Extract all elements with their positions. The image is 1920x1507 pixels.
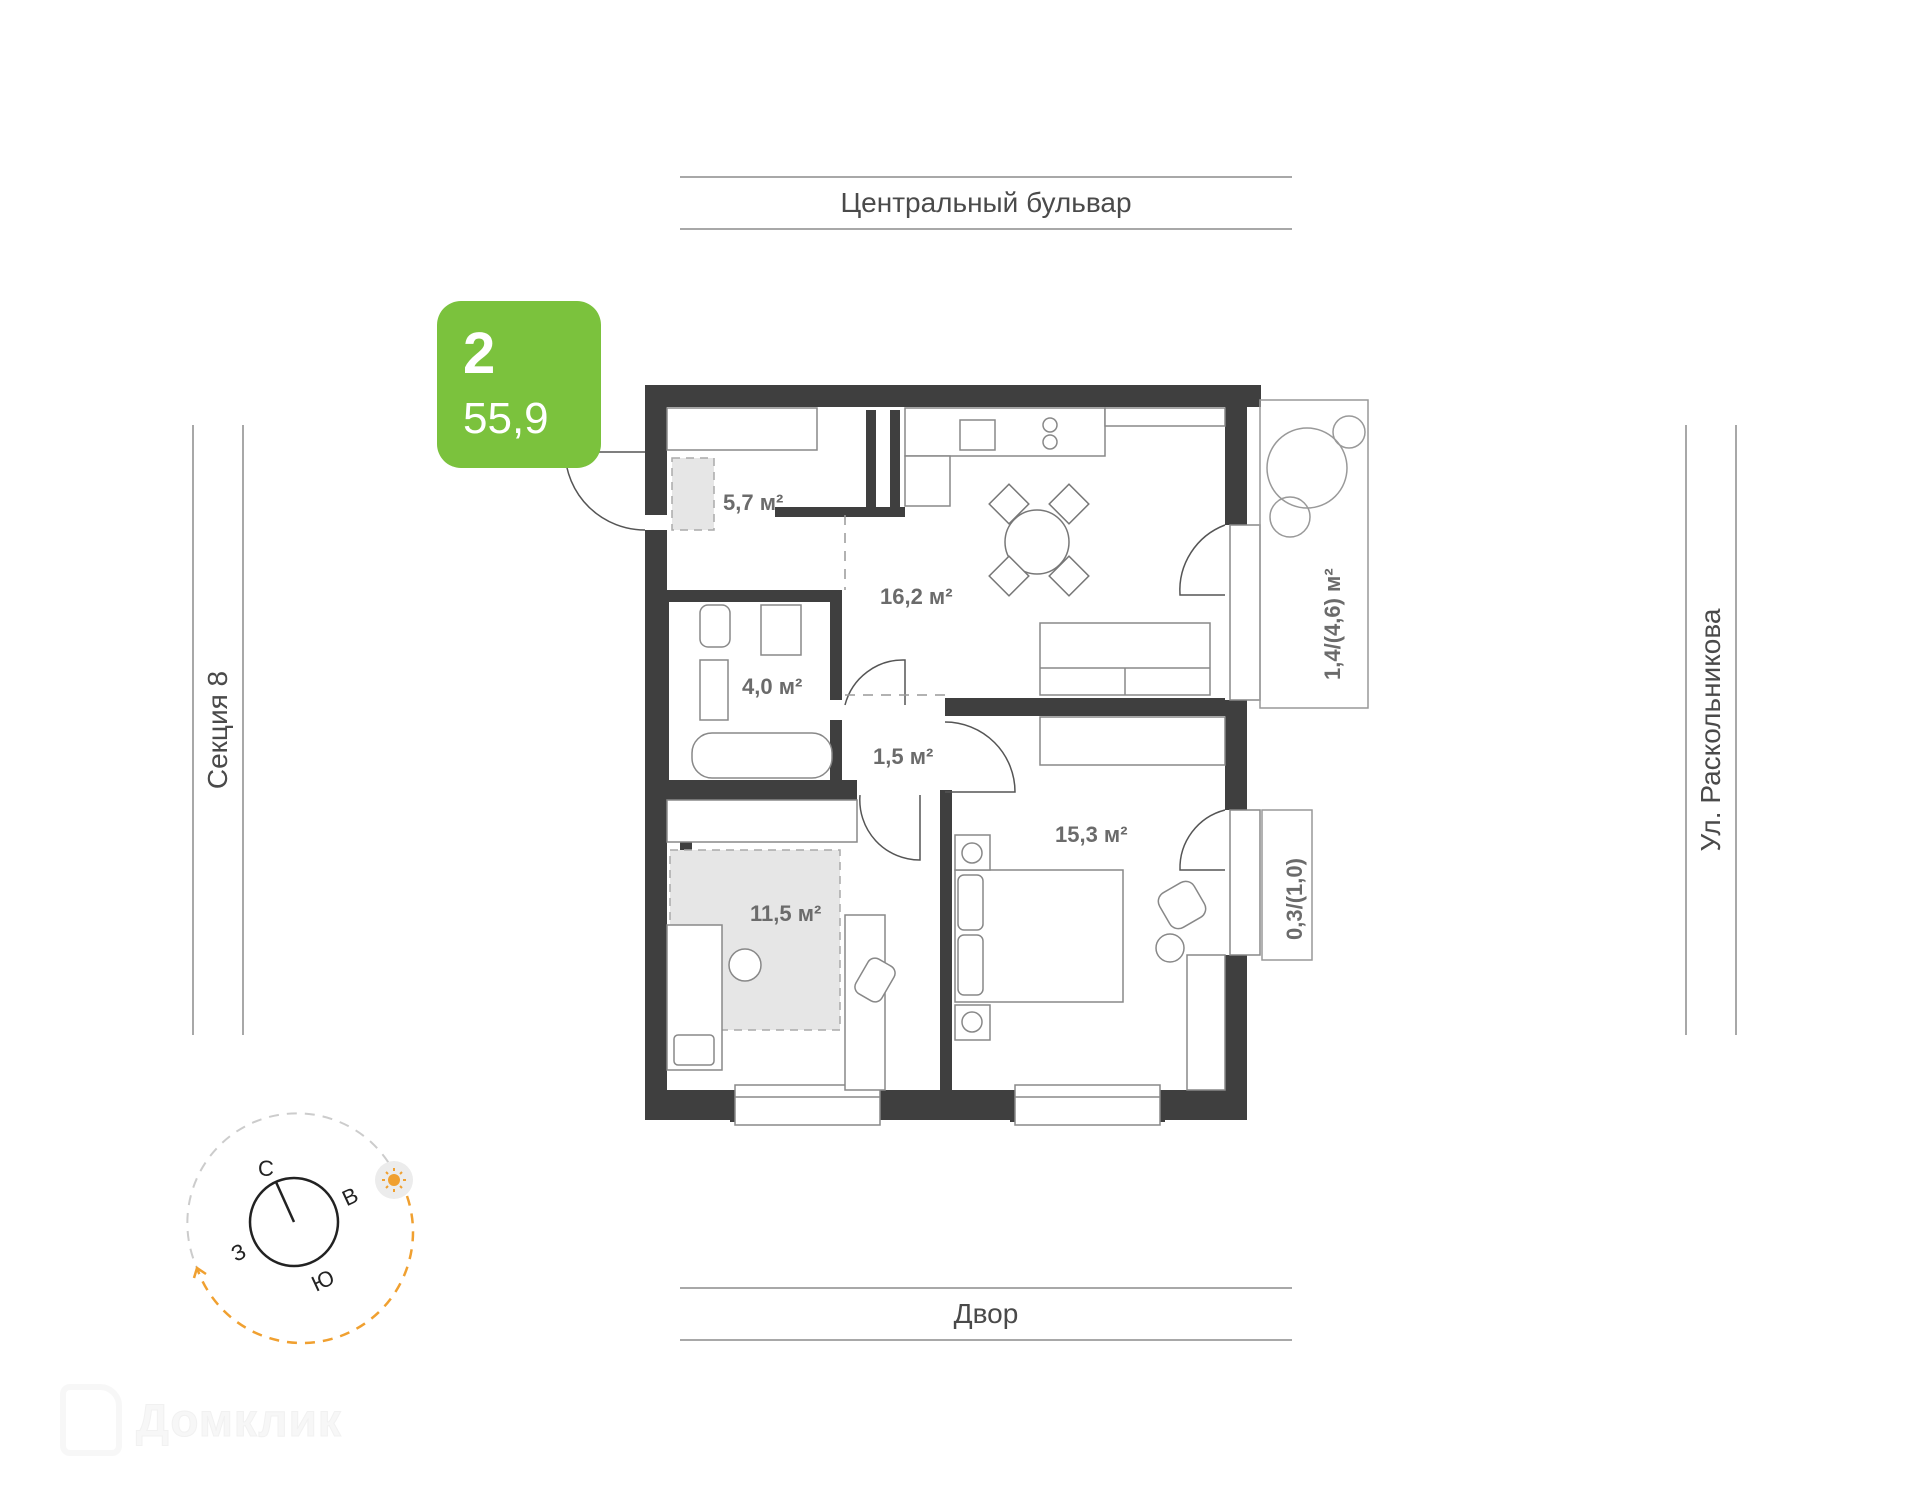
apartment-badge: 2 55,9 [437,301,601,468]
street-right: Ул. Раскольникова [1685,425,1737,1035]
street-bottom: Двор [680,1287,1292,1341]
compass: С В Ю З [180,1100,440,1360]
bathroom-fixtures [691,604,833,779]
street-bottom-label: Двор [953,1298,1019,1329]
room-label-hallway: 5,7 м² [723,490,784,515]
room-label-bedroom-small: 11,5 м² [750,901,822,926]
small-bedroom-furniture [666,914,896,1091]
room-count: 2 [463,321,496,386]
house-logo-icon [60,1384,122,1456]
dining-table [988,483,1090,597]
bedroom-furniture [954,834,1226,1091]
sofa [1039,622,1211,696]
room-label-corridor: 1,5 м² [873,744,934,769]
kitchen [904,407,1226,507]
wardrobes [666,407,1226,843]
street-top-label: Центральный бульвар [840,187,1132,218]
total-area: 55,9 [463,394,549,443]
compass-graphic [186,1112,415,1345]
room-label-bathroom: 4,0 м² [742,674,803,699]
street-left: Секция 8 [192,425,244,1035]
zone-separators [844,515,945,696]
logo-text: Домклик [136,1394,342,1447]
street-top: Центральный бульвар [680,176,1292,230]
balconies [1259,399,1369,961]
room-label-balcony-large: 1,4/(4,6) м² [1320,568,1345,680]
compass-north: С [258,1156,274,1181]
room-label-kitchen-living: 16,2 м² [880,584,953,609]
room-label-balcony-small: 0,3/(1,0) [1282,858,1307,940]
room-label-bedroom-large: 15,3 м² [1055,822,1128,847]
domclick-watermark: Домклик [60,1380,420,1460]
windows [734,524,1261,1126]
